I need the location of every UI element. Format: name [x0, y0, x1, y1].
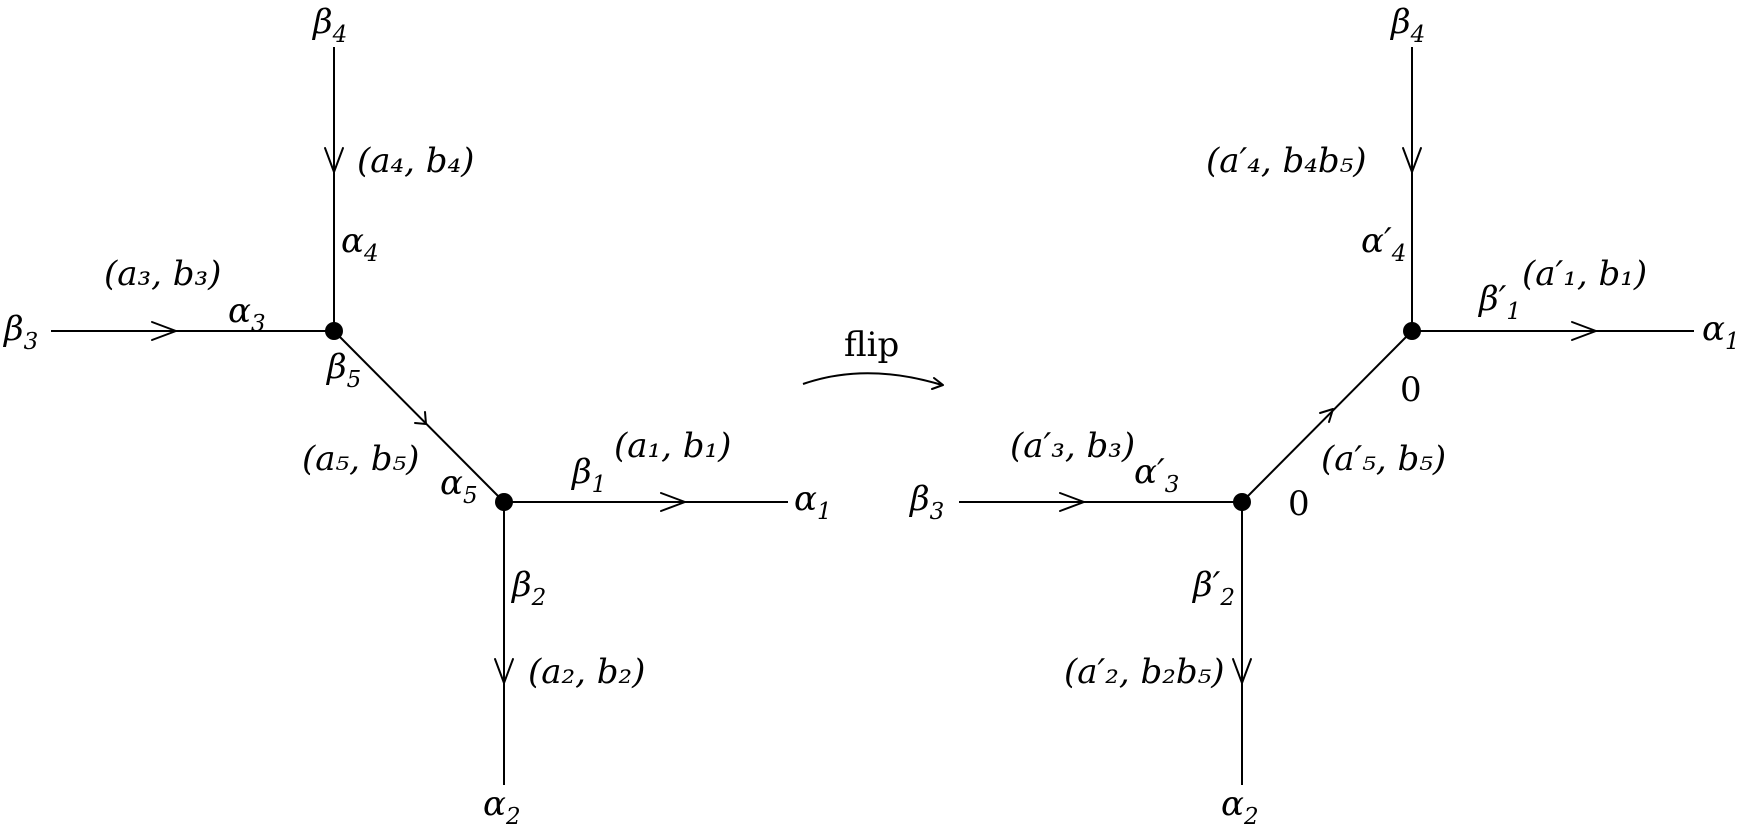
- right-beta3-label: β3: [908, 479, 944, 525]
- right-a4b4b5-label: (a′₄, b₄b₅): [1206, 141, 1367, 181]
- left-beta2-label: β2: [510, 565, 546, 611]
- left-edge-1-arrow: [660, 492, 686, 512]
- right-a3b3-label: (a′₃, b₃): [1010, 426, 1135, 466]
- left-a3b3-label: (a₃, b₃): [104, 254, 221, 294]
- right-beta1p-label: β′1: [1477, 279, 1521, 325]
- right-zero-bottom-label: 0: [1288, 484, 1310, 524]
- right-a5b5-label: (a′₅, b₅): [1321, 439, 1446, 479]
- left-a5b5-label: (a₅, b₅): [302, 439, 419, 479]
- right-alpha1-label: α1: [1702, 309, 1740, 355]
- left-vertex-top: [325, 322, 343, 340]
- left-beta4-label: β4: [311, 2, 347, 48]
- left-beta5-label: β5: [325, 347, 361, 393]
- left-diagram: β4 (a₄, b₄) α4 (a₃, b₃) β3 α3 β5 (a₅, b₅…: [2, 2, 832, 828]
- flip-label: flip: [844, 325, 899, 365]
- right-edge-5: [1241, 330, 1413, 503]
- left-beta3-label: β3: [2, 309, 38, 355]
- right-a2b2b5-label: (a′₂, b₂b₅): [1064, 652, 1225, 692]
- left-alpha1-label: α1: [794, 479, 832, 525]
- left-a1b1-label: (a₁, b₁): [614, 426, 731, 466]
- right-vertex-bottom: [1233, 493, 1251, 511]
- right-edge-3-arrow: [1059, 492, 1085, 512]
- left-edge-3-arrow: [151, 321, 177, 341]
- left-alpha5-label: α5: [440, 463, 478, 509]
- flip-arc-arrowhead: [931, 377, 944, 390]
- left-a4b4-label: (a₄, b₄): [357, 141, 474, 181]
- flip-arc: [802, 372, 943, 386]
- left-edge-5-arrow: [414, 411, 427, 425]
- left-alpha4-label: α4: [341, 221, 379, 267]
- right-edge-2-arrow: [1232, 658, 1252, 684]
- right-a1b1-label: (a′₁, b₁): [1522, 254, 1647, 294]
- right-diagram: β4 (a′₄, b₄b₅) α′4 β′1 (a′₁, b₁) α1 0 (a…: [908, 2, 1740, 828]
- right-zero-top-label: 0: [1400, 370, 1422, 410]
- flip-arrow: flip: [802, 325, 944, 390]
- left-alpha3-label: α3: [228, 291, 266, 337]
- left-beta1-label: β1: [570, 452, 606, 498]
- left-a2b2-label: (a₂, b₂): [528, 652, 645, 692]
- right-alpha3p-label: α′3: [1134, 452, 1179, 498]
- left-edge-4-arrow: [324, 147, 344, 173]
- right-beta4-label: β4: [1389, 2, 1425, 48]
- right-edge-4-arrow: [1402, 147, 1422, 173]
- left-vertex-bottom: [495, 493, 513, 511]
- right-edge-1-arrow: [1571, 321, 1597, 341]
- right-vertex-top: [1403, 322, 1421, 340]
- left-edge-2-arrow: [494, 658, 514, 684]
- right-edge-5-arrow: [1319, 408, 1334, 423]
- left-alpha2-label: α2: [483, 784, 521, 828]
- right-beta2p-label: β′2: [1191, 565, 1235, 611]
- left-edge-5: [333, 330, 505, 503]
- right-alpha2-label: α2: [1221, 784, 1259, 828]
- right-alpha4p-label: α′4: [1361, 221, 1406, 267]
